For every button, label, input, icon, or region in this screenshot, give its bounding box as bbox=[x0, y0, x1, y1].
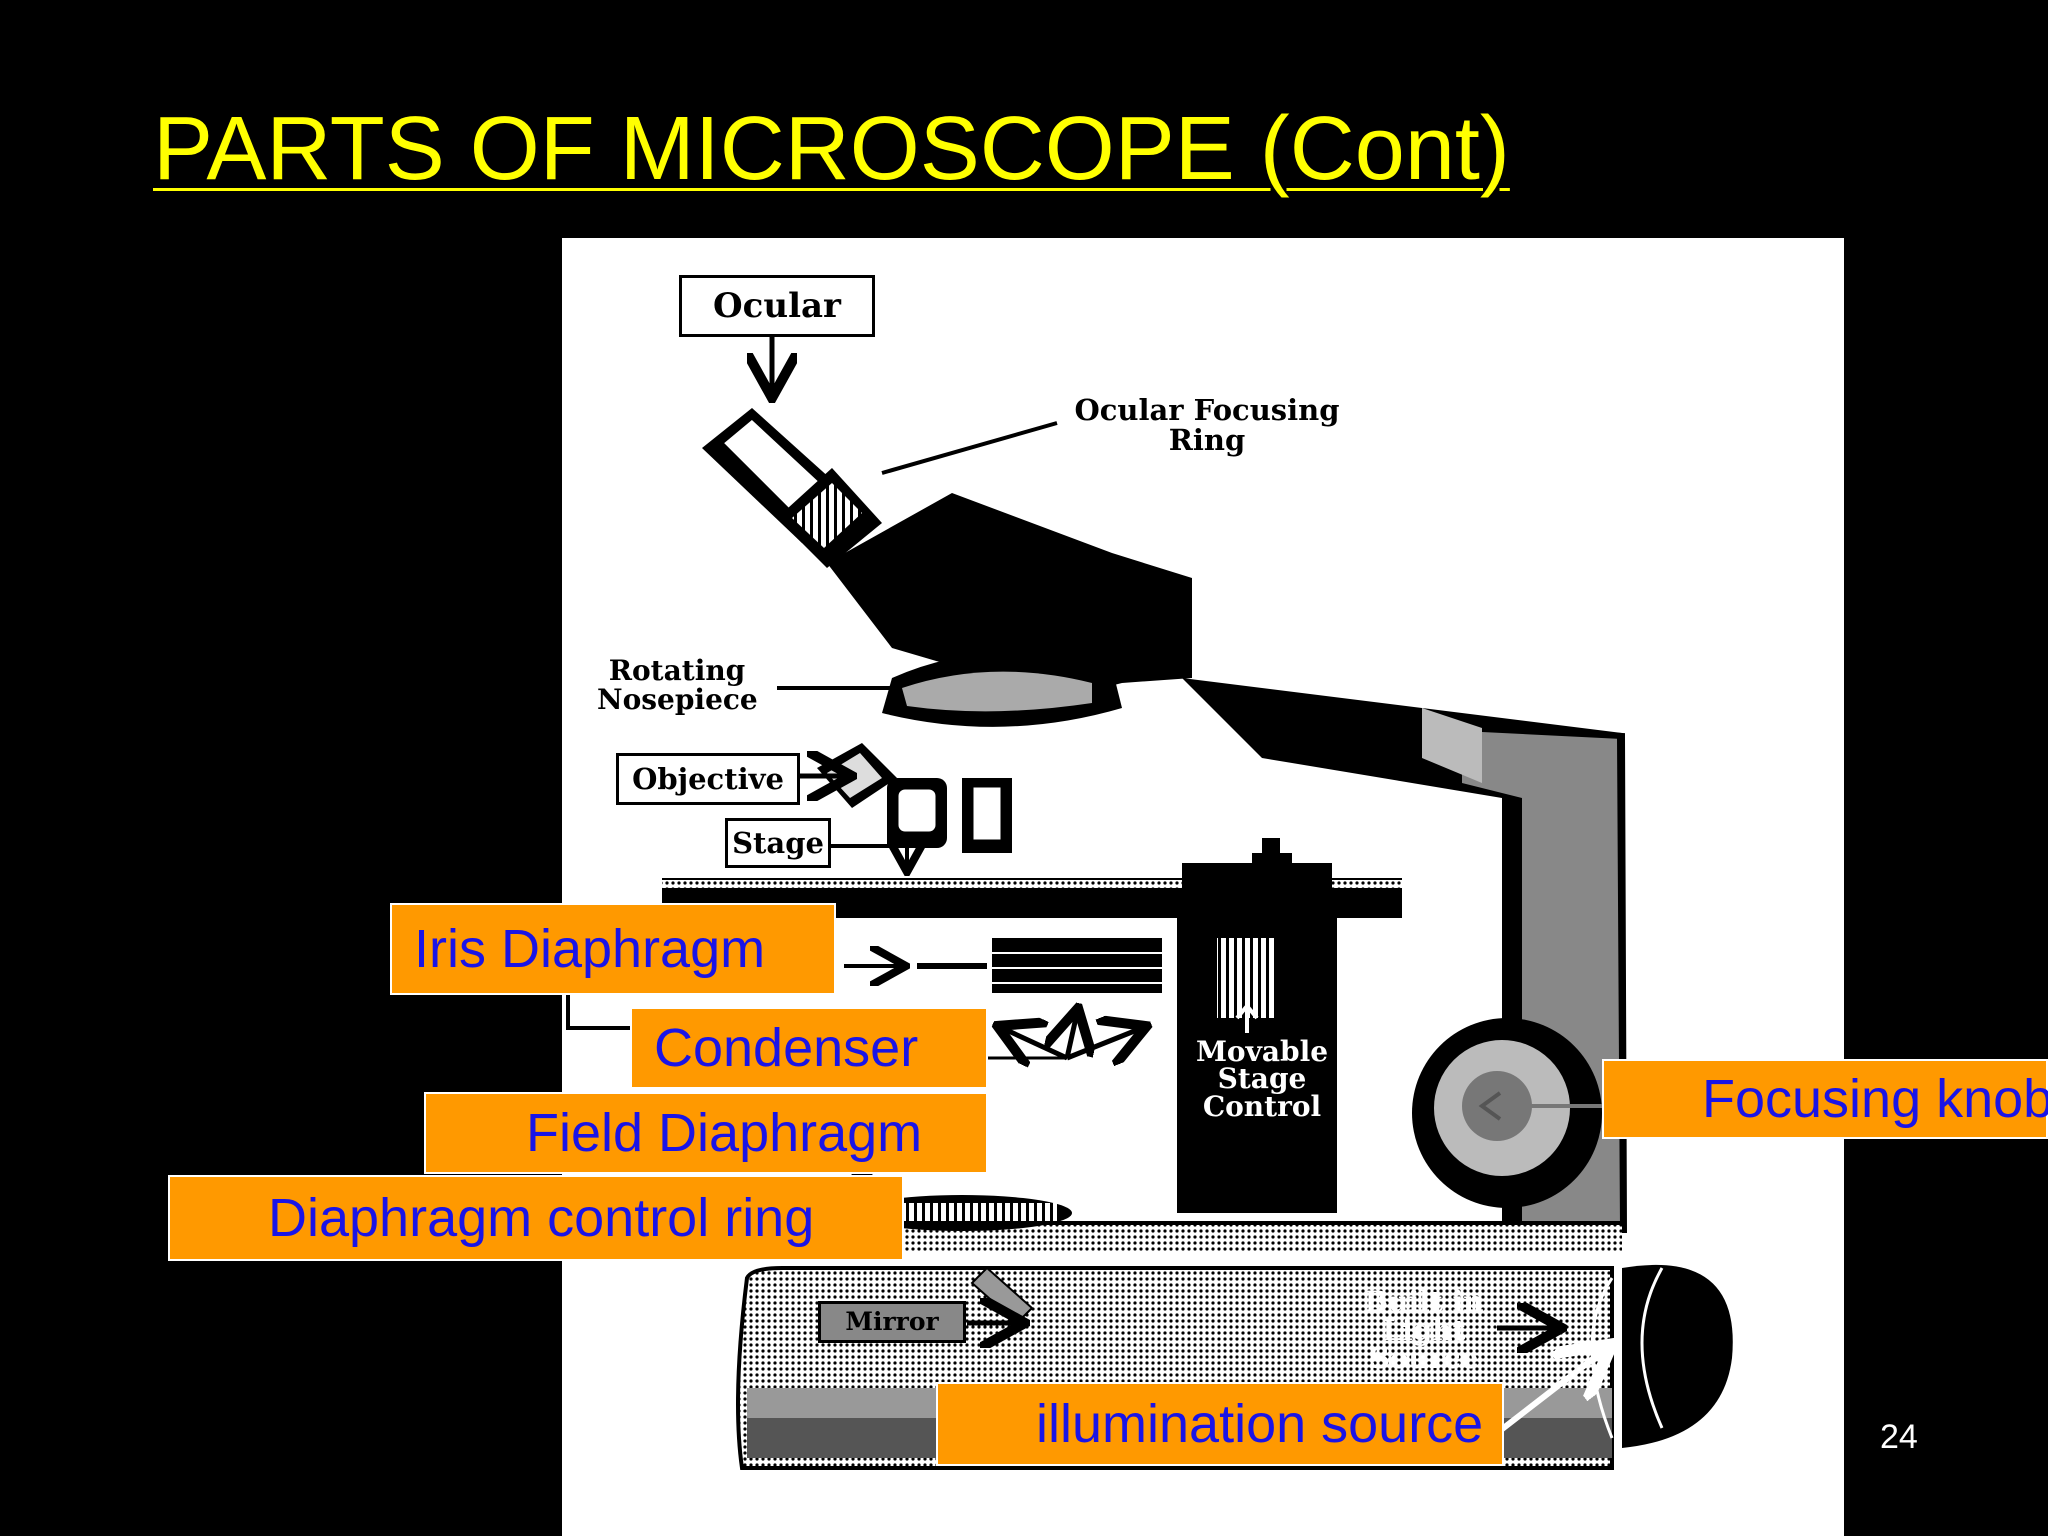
nosepiece bbox=[882, 652, 1122, 727]
iris-diaphragm-callout: Iris Diaphragm bbox=[390, 903, 836, 995]
microscope-diagram: Ocular Ocular Focusing Ring Rotating Nos… bbox=[562, 238, 1844, 1536]
objective-label: Objective bbox=[616, 753, 800, 805]
mirror-label: Mirror bbox=[818, 1301, 966, 1343]
diaphragm-ring-graphic bbox=[852, 1195, 1072, 1231]
page-number: 24 bbox=[1880, 1418, 1918, 1456]
illumination-source-callout: illumination source bbox=[936, 1382, 1504, 1466]
stage-control-block bbox=[1177, 913, 1337, 1213]
field-diaphragm-callout: Field Diaphragm bbox=[424, 1092, 988, 1174]
objectives bbox=[817, 743, 1012, 853]
microscope-head bbox=[702, 408, 1192, 698]
rotating-nosepiece-label: Rotating Nosepiece bbox=[597, 654, 758, 717]
built-in-light-source-label: Built in Light Source bbox=[1364, 1285, 1484, 1376]
stage-label: Stage bbox=[725, 818, 831, 868]
condenser bbox=[917, 938, 1162, 993]
ocular-focusing-ring-label: Ocular Focusing Ring bbox=[1074, 393, 1340, 458]
focusing-knob-graphic bbox=[1412, 1018, 1607, 1208]
movable-stage-control-label: Movable Stage Control bbox=[1195, 1035, 1329, 1123]
diaphragm-control-ring-callout: Diaphragm control ring bbox=[168, 1175, 904, 1261]
focusing-knob-callout: Focusing knob bbox=[1602, 1059, 2048, 1139]
slide-title: PARTS OF MICROSCOPE (Cont) bbox=[153, 99, 1510, 199]
condenser-callout: Condenser bbox=[630, 1007, 988, 1089]
ocular-label: Ocular bbox=[679, 275, 875, 337]
condenser-arrows bbox=[982, 1013, 1142, 1058]
